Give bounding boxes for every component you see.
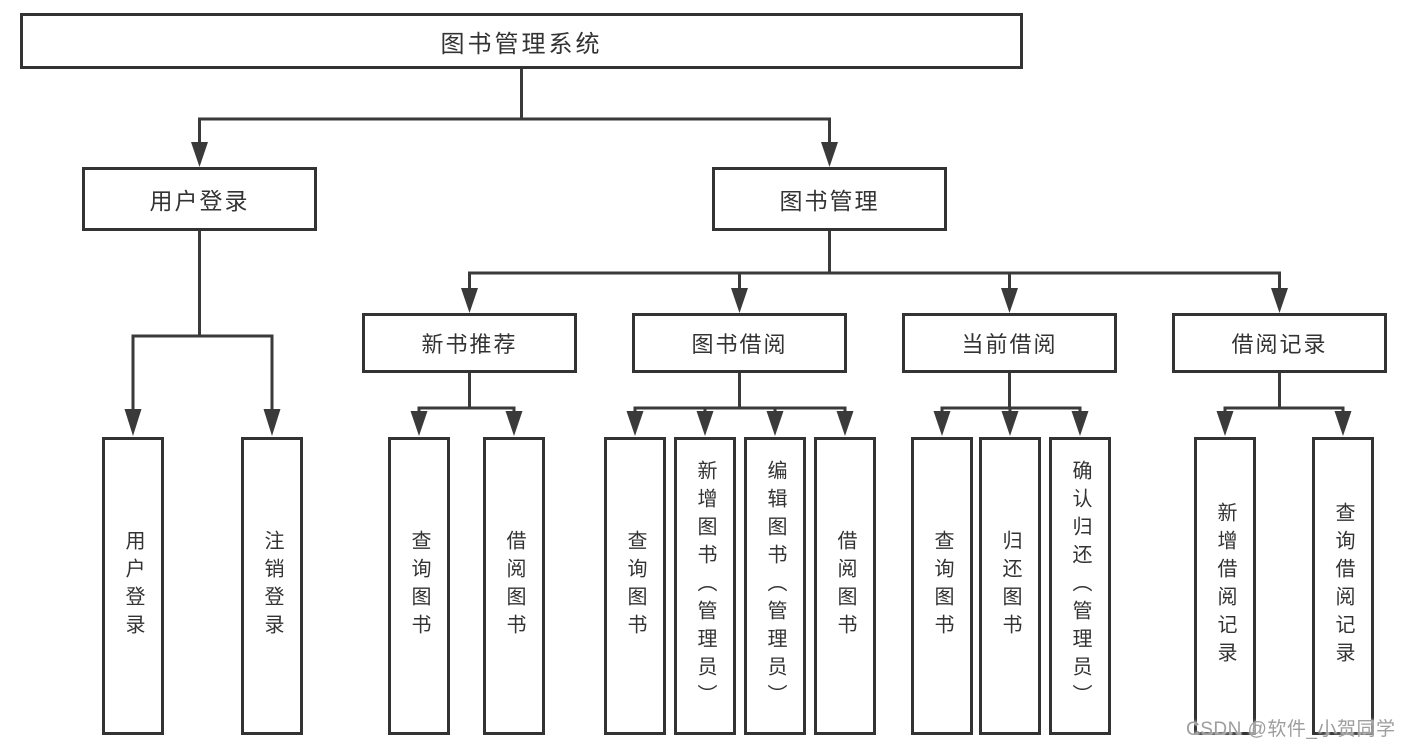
leaf-query-books-recommend: 查询图书 <box>388 437 450 735</box>
leaf-edit-book-admin: 编辑图书（管理员） <box>744 437 806 735</box>
leaf-label: 确认归还（管理员） <box>1069 460 1091 712</box>
node-label: 新书推荐 <box>421 332 518 357</box>
arrowhead <box>836 411 854 436</box>
csdn-watermark: CSDN @软件_小贺同学 <box>1186 719 1396 740</box>
node-label: 借阅记录 <box>1231 332 1328 357</box>
leaf-label: 借阅图书 <box>503 530 525 642</box>
arrowhead <box>461 288 478 313</box>
node-label: 图书管理 <box>779 188 880 214</box>
node-book-management: 图书管理 <box>712 167 947 231</box>
node-label: 图书借阅 <box>691 332 788 357</box>
node-label: 图书管理系统 <box>440 30 603 58</box>
leaf-label: 用户登录 <box>122 530 144 642</box>
arrowhead <box>1216 411 1234 436</box>
arrowhead <box>263 409 281 436</box>
leaf-query-books-current: 查询图书 <box>911 437 973 735</box>
leaf-label: 查询图书 <box>408 530 430 642</box>
arrowhead <box>933 411 951 436</box>
leaf-label: 查询图书 <box>624 530 646 642</box>
leaf-add-borrow-record: 新增借阅记录 <box>1194 437 1256 735</box>
leaf-user-login: 用户登录 <box>102 437 164 735</box>
node-user-login: 用户登录 <box>82 167 317 231</box>
connector-rail <box>417 406 516 414</box>
node-label: 当前借阅 <box>961 332 1058 357</box>
arrowhead <box>1001 288 1018 313</box>
arrowhead <box>1271 288 1288 313</box>
node-library-system: 图书管理系统 <box>20 13 1023 69</box>
leaf-logout: 注销登录 <box>241 437 303 735</box>
leaf-label: 归还图书 <box>999 530 1021 642</box>
arrowhead <box>124 409 142 436</box>
leaf-label: 新增图书（管理员） <box>694 460 716 712</box>
node-book-borrow: 图书借阅 <box>632 313 847 373</box>
node-label: 用户登录 <box>149 188 250 214</box>
connector-rail <box>1223 406 1345 414</box>
connector-rail <box>633 406 847 414</box>
arrowhead <box>821 142 838 167</box>
connector-level3-rail <box>468 271 1281 290</box>
leaf-label: 查询借阅记录 <box>1332 502 1354 670</box>
arrowhead <box>410 411 428 436</box>
arrowhead <box>1334 411 1352 436</box>
leaf-confirm-return-admin: 确认归还（管理员） <box>1049 437 1111 735</box>
arrowhead <box>1071 411 1089 436</box>
leaf-label: 借阅图书 <box>834 530 856 642</box>
node-new-book-recommend: 新书推荐 <box>362 313 577 373</box>
node-current-borrow: 当前借阅 <box>902 313 1117 373</box>
leaf-return-book: 归还图书 <box>979 437 1041 735</box>
leaf-borrow-books-recommend: 借阅图书 <box>483 437 545 735</box>
arrowhead <box>1001 411 1019 436</box>
leaf-label: 查询图书 <box>931 530 953 642</box>
leaf-query-books-borrow: 查询图书 <box>604 437 666 735</box>
arrowhead <box>626 411 644 436</box>
arrowhead <box>766 411 784 436</box>
arrowhead <box>505 411 523 436</box>
leaf-borrow-books: 借阅图书 <box>814 437 876 735</box>
connector-level2-rail <box>198 117 831 144</box>
leaf-label: 新增借阅记录 <box>1214 502 1236 670</box>
leaf-label: 编辑图书（管理员） <box>764 460 786 712</box>
node-borrow-records: 借阅记录 <box>1172 313 1387 373</box>
leaf-label: 注销登录 <box>261 530 283 642</box>
connector-user-login-rail <box>131 334 274 411</box>
arrowhead <box>696 411 714 436</box>
arrowhead <box>191 142 208 167</box>
arrowhead <box>731 288 748 313</box>
leaf-query-borrow-record: 查询借阅记录 <box>1312 437 1374 735</box>
leaf-add-book-admin: 新增图书（管理员） <box>674 437 736 735</box>
